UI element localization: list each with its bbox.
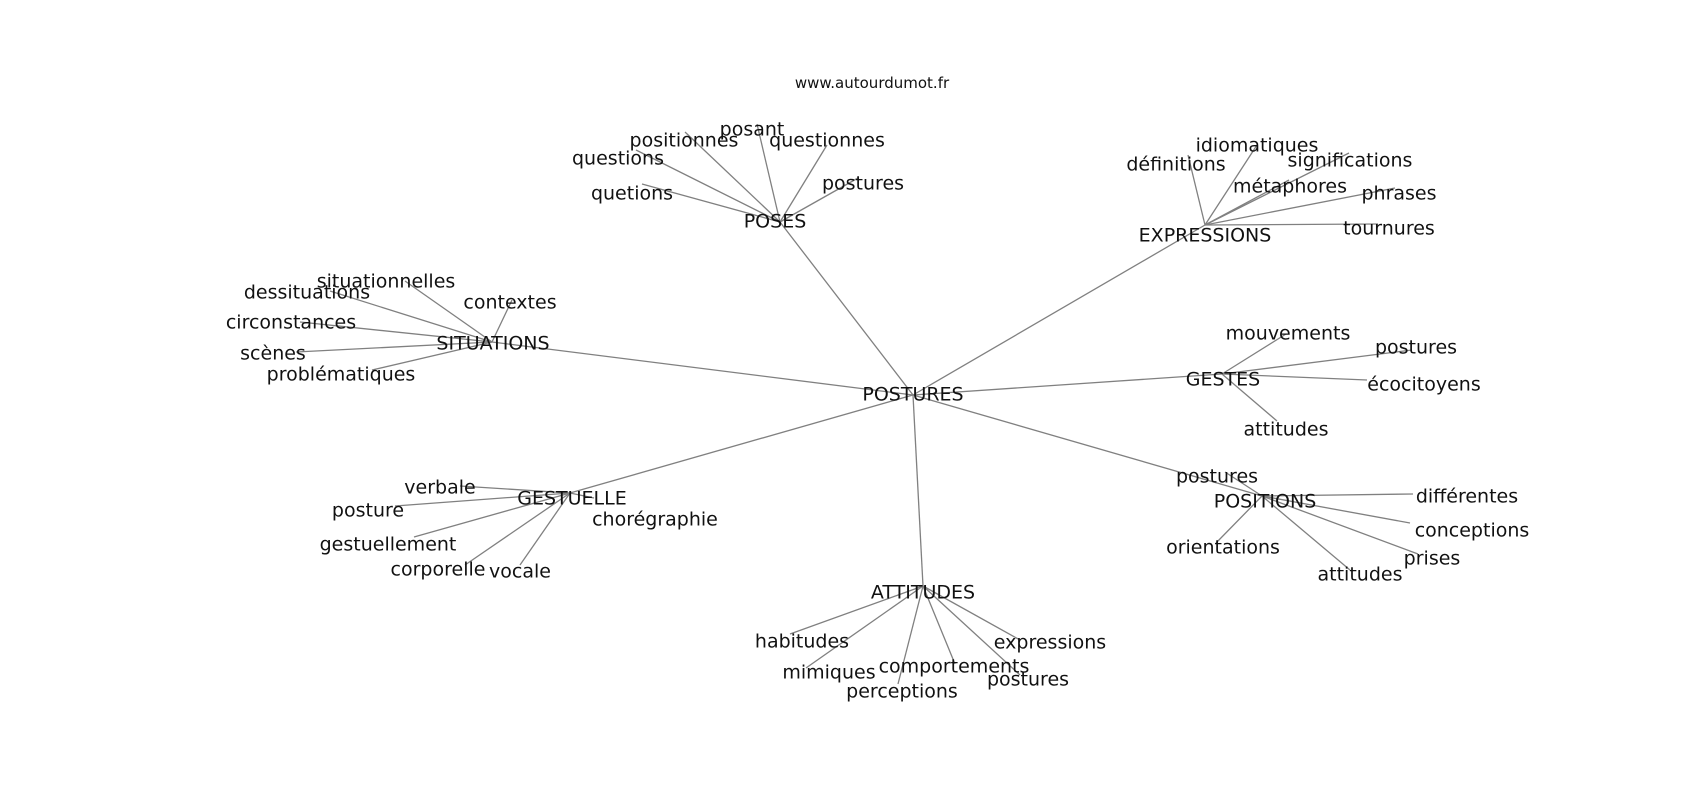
edge-poses-quetions xyxy=(641,183,781,223)
leaf-node-attitudes[interactable]: attitudes xyxy=(1244,419,1329,441)
leaf-node-differentes[interactable]: différentes xyxy=(1416,486,1518,508)
leaf-node-vocale[interactable]: vocale xyxy=(489,561,551,583)
edge-root-gestuelle xyxy=(569,394,914,494)
edge-positions-prises xyxy=(1261,495,1419,555)
leaf-node-mouvements[interactable]: mouvements xyxy=(1226,323,1351,345)
leaf-node-scenes[interactable]: scènes xyxy=(240,343,306,365)
leaf-node-attitudes[interactable]: attitudes xyxy=(1318,564,1403,586)
edge-root-gestes xyxy=(912,373,1223,396)
edge-gestes-attitudes xyxy=(1221,373,1278,422)
leaf-node-verbale[interactable]: verbale xyxy=(404,477,475,499)
leaf-node-phrases[interactable]: phrases xyxy=(1361,183,1436,205)
leaf-node-perceptions[interactable]: perceptions xyxy=(846,681,958,703)
hub-node-gestes[interactable]: GESTES xyxy=(1186,369,1260,391)
leaf-node-definitions[interactable]: définitions xyxy=(1126,154,1225,176)
leaf-node-comportements[interactable]: comportements xyxy=(879,656,1030,678)
edge-poses-questionnes xyxy=(779,144,828,223)
edge-gestuelle-choregraphie xyxy=(569,492,595,499)
edge-attitudes-postures xyxy=(922,585,1021,676)
leaf-node-tournures[interactable]: tournures xyxy=(1343,218,1435,240)
leaf-node-orientations[interactable]: orientations xyxy=(1166,537,1280,559)
edge-situations-contextes xyxy=(491,299,513,343)
edge-gestuelle-gestuellement xyxy=(413,492,571,538)
edge-root-situations xyxy=(491,341,914,396)
leaf-node-habitudes[interactable]: habitudes xyxy=(755,631,849,653)
edge-attitudes-expressions xyxy=(922,585,1021,641)
edge-expressions-definitions xyxy=(1187,154,1206,226)
graph-edges xyxy=(295,123,1419,685)
hub-node-expressions[interactable]: EXPRESSIONS xyxy=(1139,225,1272,247)
leaf-node-idiomatiques[interactable]: idiomatiques xyxy=(1196,135,1319,157)
edge-situations-scenes xyxy=(295,341,493,353)
edge-positions-orientations xyxy=(1215,495,1263,544)
edge-positions-differentes xyxy=(1261,493,1414,497)
leaf-node-posture[interactable]: posture xyxy=(332,500,404,522)
edge-poses-postures xyxy=(779,177,859,223)
edge-situations-circonstances xyxy=(299,321,493,343)
leaf-node-expressions[interactable]: expressions xyxy=(994,632,1106,654)
edge-attitudes-comportements xyxy=(922,585,956,665)
leaf-node-quetions[interactable]: quetions xyxy=(591,183,673,205)
leaf-node-posant[interactable]: posant xyxy=(720,119,785,141)
leaf-node-metaphores[interactable]: métaphores xyxy=(1233,176,1347,198)
hub-node-positions[interactable]: POSITIONS xyxy=(1214,491,1317,513)
edge-poses-positionnes xyxy=(684,131,781,223)
edge-gestuelle-posture xyxy=(394,492,571,507)
leaf-node-conceptions[interactable]: conceptions xyxy=(1415,520,1530,542)
edge-root-expressions xyxy=(912,224,1206,396)
edge-gestes-ecocitoyens xyxy=(1221,373,1368,381)
edge-attitudes-perceptions xyxy=(897,585,924,685)
leaf-node-dessituations[interactable]: dessituations xyxy=(244,282,370,304)
edge-positions-conceptions xyxy=(1261,495,1411,524)
leaf-node-questionnes[interactable]: questionnes xyxy=(769,130,885,152)
leaf-node-circonstances[interactable]: circonstances xyxy=(226,312,356,334)
edge-expressions-significations xyxy=(1204,152,1350,226)
leaf-node-problematiques[interactable]: problématiques xyxy=(267,364,416,386)
leaf-node-postures[interactable]: postures xyxy=(1176,466,1258,488)
graph-labels: POSTURESPOSESquestionspositionnesposantq… xyxy=(226,119,1529,703)
leaf-node-situationnelles[interactable]: situationnelles xyxy=(317,271,456,293)
edge-expressions-idiomatiques xyxy=(1204,144,1258,226)
edge-positions-postures xyxy=(1224,471,1263,497)
edge-poses-posant xyxy=(756,123,781,223)
edge-situations-situationnelles xyxy=(404,280,493,343)
hub-node-poses[interactable]: POSES xyxy=(744,211,807,233)
edge-attitudes-mimiques xyxy=(805,585,924,669)
edge-expressions-metaphores xyxy=(1204,179,1290,226)
leaf-node-postures[interactable]: postures xyxy=(1375,337,1457,359)
edge-expressions-tournures xyxy=(1204,223,1379,226)
edge-poses-questions xyxy=(635,149,781,223)
leaf-node-significations[interactable]: significations xyxy=(1288,150,1413,172)
hub-node-situations[interactable]: SITUATIONS xyxy=(436,333,549,355)
leaf-node-gestuellement[interactable]: gestuellement xyxy=(320,534,457,556)
leaf-node-postures[interactable]: postures xyxy=(822,173,904,195)
edge-attitudes-habitudes xyxy=(789,585,924,635)
edge-root-positions xyxy=(912,394,1263,497)
hub-node-gestuelle[interactable]: GESTUELLE xyxy=(517,488,626,510)
leaf-node-choregraphie[interactable]: chorégraphie xyxy=(592,509,718,531)
edge-gestuelle-corporelle xyxy=(464,492,571,566)
leaf-node-mimiques[interactable]: mimiques xyxy=(782,662,875,684)
leaf-node-contextes[interactable]: contextes xyxy=(463,292,556,314)
leaf-node-positionnes[interactable]: positionnes xyxy=(630,130,739,152)
leaf-node-questions[interactable]: questions xyxy=(572,148,664,170)
root-node-label[interactable]: POSTURES xyxy=(862,384,963,406)
edge-gestuelle-vocale xyxy=(519,492,571,566)
edge-situations-problematiques xyxy=(371,341,493,371)
leaf-node-postures[interactable]: postures xyxy=(987,669,1069,691)
leaf-node-ecocitoyens[interactable]: écocitoyens xyxy=(1367,374,1480,396)
edge-root-poses xyxy=(779,221,914,396)
edge-positions-attitudes xyxy=(1261,495,1351,571)
edge-gestes-mouvements xyxy=(1221,333,1287,375)
edge-root-attitudes xyxy=(912,394,924,587)
site-url[interactable]: www.autourdumot.fr xyxy=(795,74,950,92)
leaf-node-corporelle[interactable]: corporelle xyxy=(391,559,486,581)
edge-gestuelle-verbale xyxy=(459,485,571,494)
edge-expressions-phrases xyxy=(1204,187,1396,226)
edge-gestes-postures xyxy=(1221,349,1413,375)
edge-situations-dessituations xyxy=(329,290,493,343)
leaf-node-prises[interactable]: prises xyxy=(1404,548,1461,570)
hub-node-attitudes[interactable]: ATTITUDES xyxy=(871,582,975,604)
